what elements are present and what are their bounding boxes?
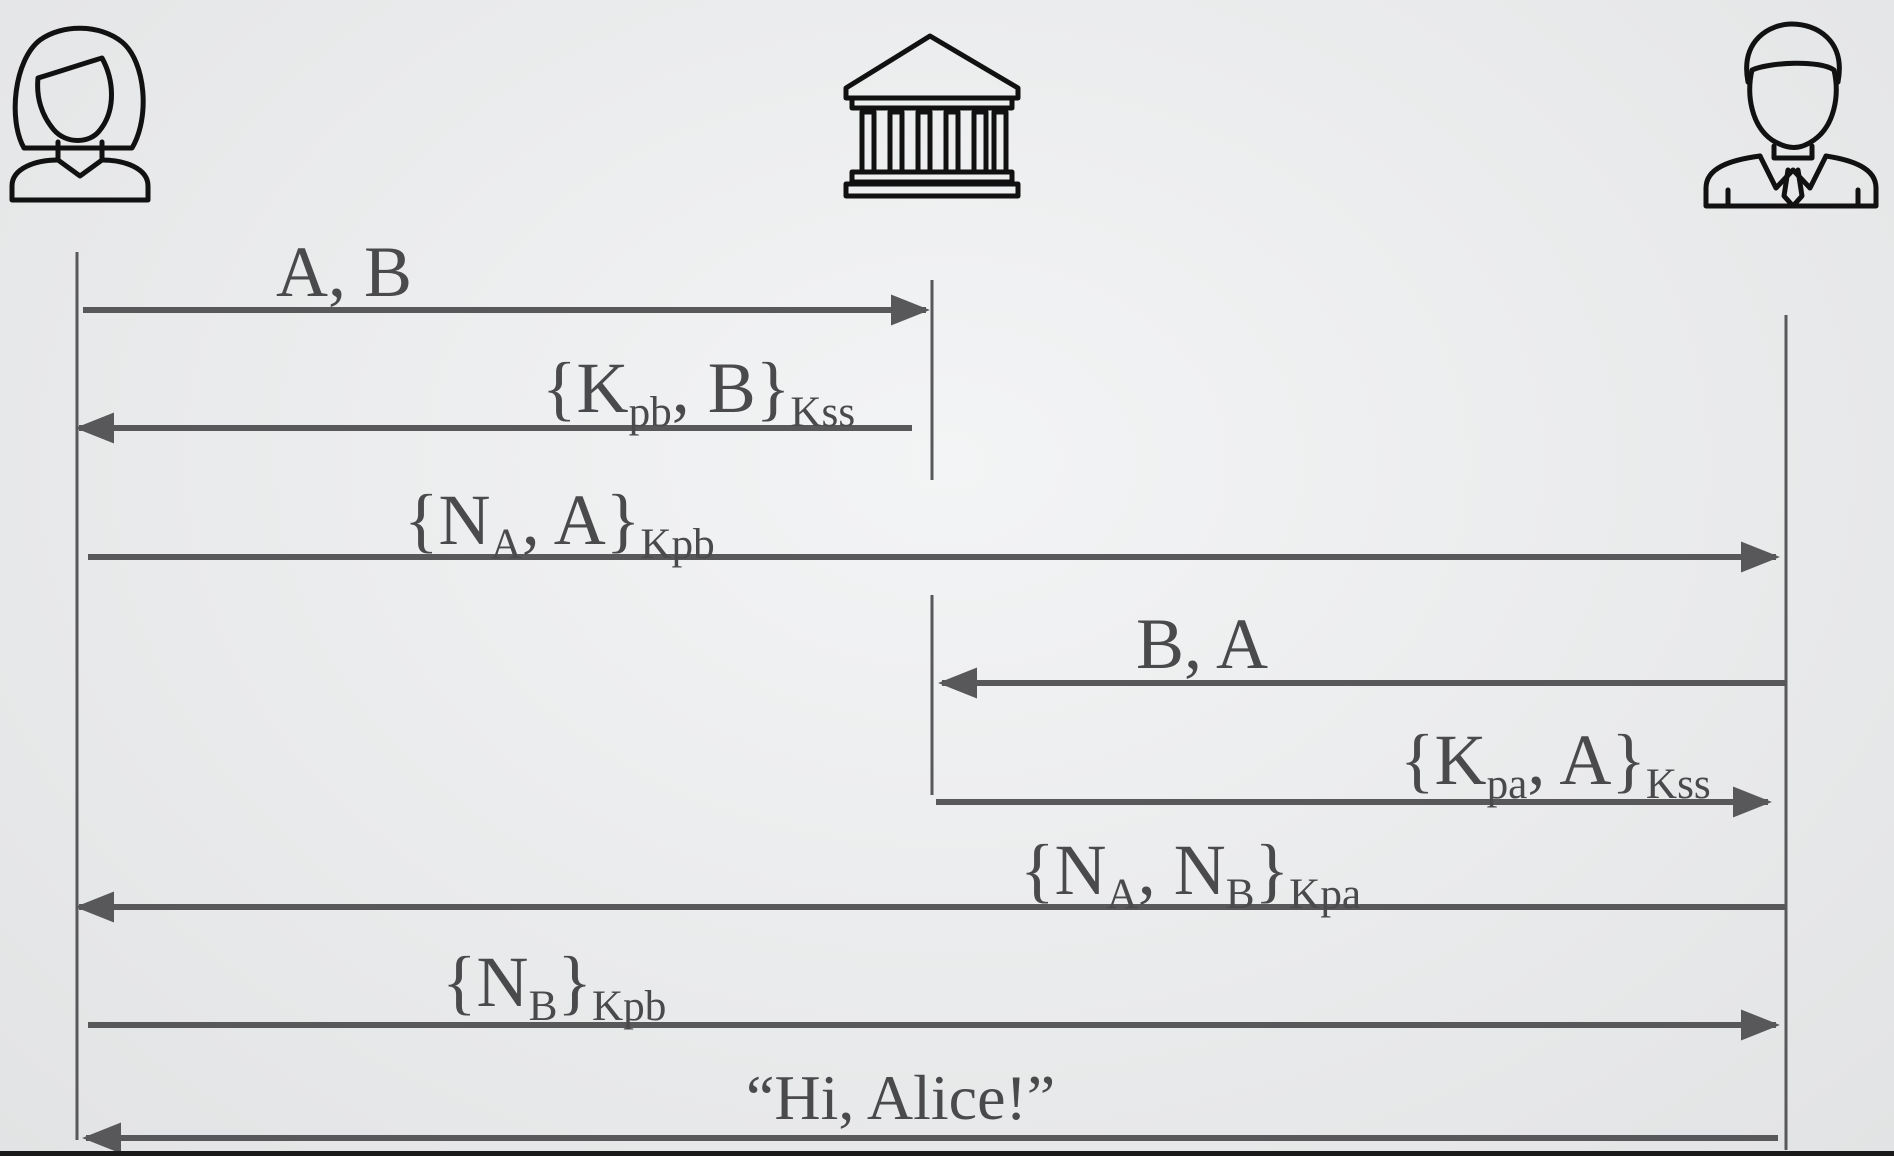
- msg-label-2-part: {K: [542, 348, 629, 428]
- msg-label-6-part: {N: [1020, 830, 1107, 910]
- man-user-icon: [1703, 21, 1879, 209]
- msg-label-8: “Hi, Alice!”: [746, 1066, 1055, 1130]
- msg-label-6-sub: Kpa: [1289, 870, 1362, 918]
- msg-label-5-sub: Kss: [1645, 760, 1711, 808]
- msg-label-6-part: , N: [1137, 830, 1226, 910]
- msg-label-6-sub: A: [1106, 870, 1138, 918]
- msg-label-1-text: A, B: [276, 232, 413, 312]
- msg-label-3-part: , A}: [521, 480, 641, 560]
- msg-label-2-sub: pb: [628, 388, 672, 436]
- msg-label-6: {NA, NB}Kpa: [1020, 834, 1361, 916]
- msg-label-2-part: , B}: [671, 348, 791, 428]
- msg-label-4-text: B, A: [1136, 604, 1269, 684]
- msg-label-5-part: {K: [1400, 720, 1487, 800]
- msg-label-4: B, A: [1136, 608, 1268, 680]
- msg-label-7-sub: B: [528, 982, 558, 1030]
- msg-label-1: A, B: [276, 236, 412, 308]
- msg-label-5-sub: pa: [1486, 760, 1528, 808]
- msg-label-8-text: “Hi, Alice!”: [746, 1062, 1056, 1133]
- msg-label-6-sub: B: [1225, 870, 1255, 918]
- msg-label-6-part: }: [1254, 830, 1290, 910]
- msg-label-2-sub: Kss: [790, 388, 856, 436]
- msg-label-5-part: , A}: [1527, 720, 1646, 800]
- woman-user-icon: [9, 25, 151, 203]
- msg-label-3-sub: A: [490, 520, 522, 568]
- bank-building-icon: [843, 33, 1021, 199]
- bottom-border: [0, 1151, 1894, 1156]
- msg-label-7-part: }: [557, 942, 592, 1022]
- msg-label-3: {NA, A}Kpb: [404, 484, 715, 566]
- msg-label-3-sub: Kpb: [640, 520, 715, 568]
- msg-label-7: {NB}Kpb: [442, 946, 666, 1028]
- msg-label-5: {Kpa, A}Kss: [1400, 724, 1711, 806]
- msg-label-2: {Kpb, B}Kss: [542, 352, 855, 434]
- msg-label-3-part: {N: [404, 480, 491, 560]
- msg-label-7-sub: Kpb: [591, 982, 667, 1030]
- msg-label-7-part: {N: [442, 942, 529, 1022]
